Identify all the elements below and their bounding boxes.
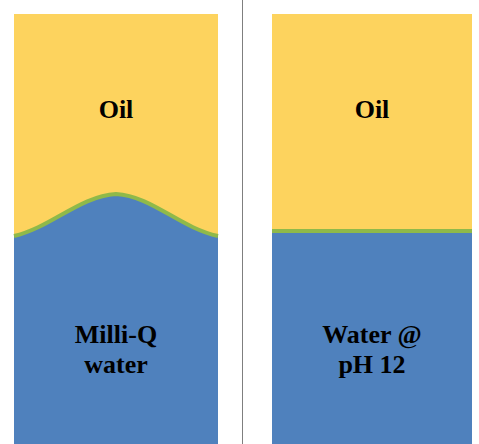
interface-layer <box>272 229 472 233</box>
water-region: Water @ pH 12 <box>272 233 472 444</box>
region-label: Water @ pH 12 <box>322 320 422 380</box>
water-phase <box>14 194 218 444</box>
region-label: Milli-Q water <box>74 320 159 380</box>
water-region: Milli-Q water <box>14 236 218 444</box>
interface-layer <box>14 194 218 236</box>
region-label: Oil <box>354 95 391 125</box>
region-label: Oil <box>98 95 135 125</box>
oil-phase <box>14 14 218 444</box>
oil-region: Oil <box>14 14 218 194</box>
oil-phase <box>272 14 472 444</box>
oil-region: Oil <box>272 14 472 231</box>
water-phase <box>272 231 472 444</box>
divider-line <box>242 0 243 444</box>
